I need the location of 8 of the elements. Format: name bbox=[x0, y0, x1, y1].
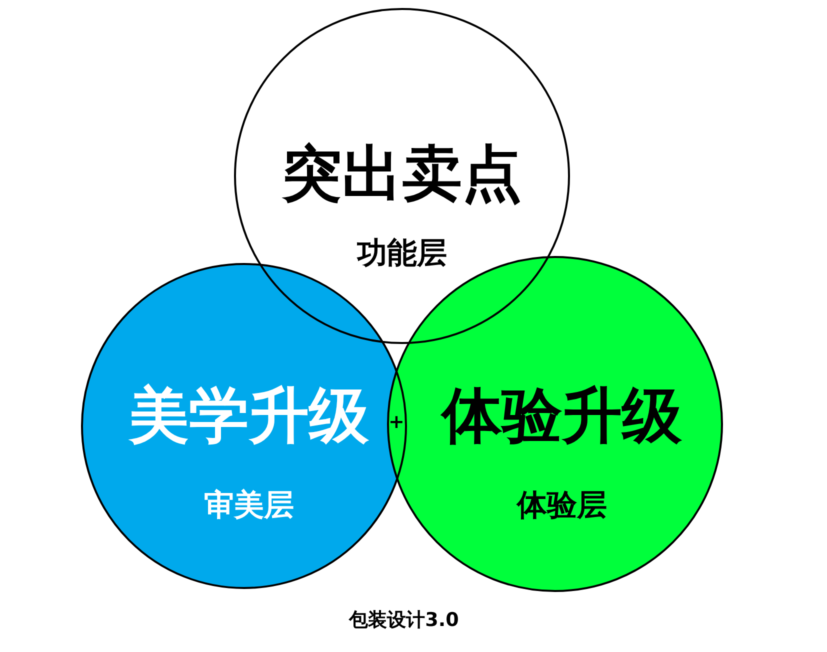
circle-subtitle: 审美层 bbox=[204, 488, 294, 524]
caption: 包装设计3.0 bbox=[349, 608, 459, 632]
circle-title: 美学升级 bbox=[129, 380, 369, 452]
circle-subtitle: 功能层 bbox=[357, 236, 447, 272]
plus-sign: + bbox=[388, 412, 404, 432]
circle-title: 突出卖点 bbox=[282, 138, 522, 210]
circle-title: 体验升级 bbox=[442, 380, 682, 452]
circle-subtitle: 体验层 bbox=[517, 488, 607, 524]
